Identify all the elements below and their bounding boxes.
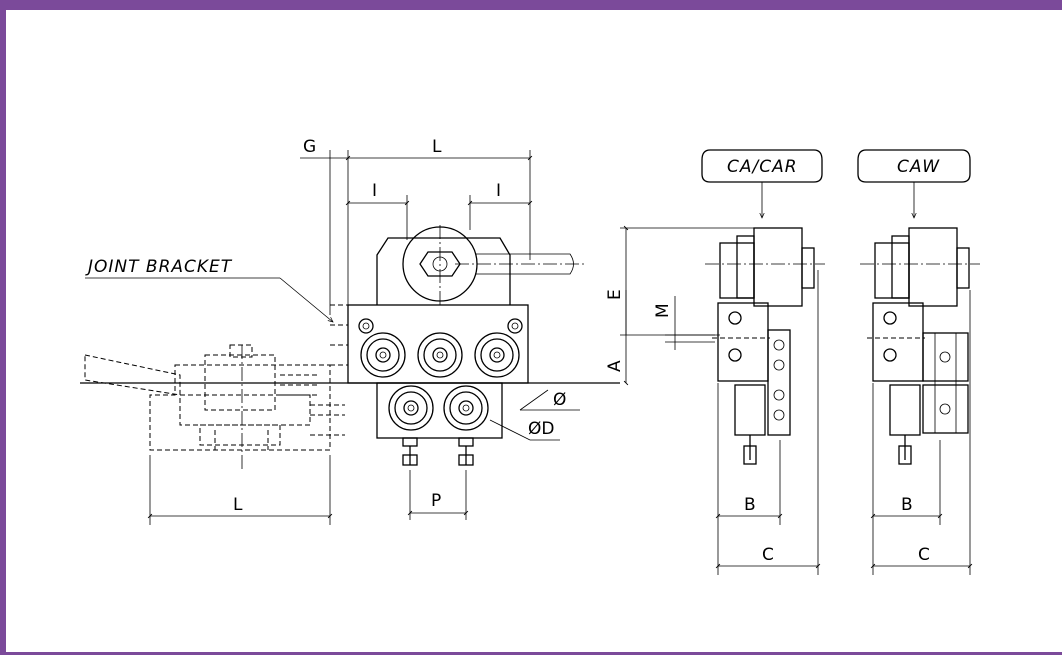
- dim-phid-label: ØD: [528, 419, 554, 439]
- joint-bracket-label: JOINT BRACKET: [85, 257, 233, 277]
- dim-i-right-label: I: [496, 181, 501, 201]
- upper-rollers: [360, 332, 520, 378]
- side-view-ca-car: [620, 149, 825, 575]
- dim-g-label: G: [303, 137, 316, 157]
- dim-p-label: P: [431, 491, 441, 511]
- ca-car-label: CA/CAR: [727, 157, 798, 177]
- dim-i-left-label: I: [372, 181, 377, 201]
- dimension-lines-main: [85, 150, 580, 525]
- dim-b-right-label: B: [901, 495, 913, 515]
- dim-l-top-label: L: [432, 137, 442, 157]
- caw-label: CAW: [897, 157, 940, 177]
- dim-e-label: E: [605, 289, 625, 300]
- side-view-caw: [857, 149, 980, 575]
- drawing-frame: JOINT BRACKET CA/CAR CAW G L I I L P Ø Ø…: [6, 10, 1062, 652]
- technical-drawing: JOINT BRACKET CA/CAR CAW G L I I L P Ø Ø…: [80, 137, 980, 575]
- dim-m-label: M: [653, 303, 673, 318]
- labels: JOINT BRACKET CA/CAR CAW G L I I L P Ø Ø…: [85, 137, 940, 565]
- dim-b-left-label: B: [744, 495, 756, 515]
- front-view-assembly: [80, 225, 620, 466]
- joint-bracket: [84, 344, 345, 470]
- dim-c-left-label: C: [762, 545, 774, 565]
- dim-a-label: A: [605, 360, 625, 372]
- dim-phi-label: Ø: [553, 390, 566, 410]
- lower-rollers: [388, 385, 489, 431]
- dim-l-bottom-label: L: [233, 495, 243, 515]
- dim-c-right-label: C: [918, 545, 930, 565]
